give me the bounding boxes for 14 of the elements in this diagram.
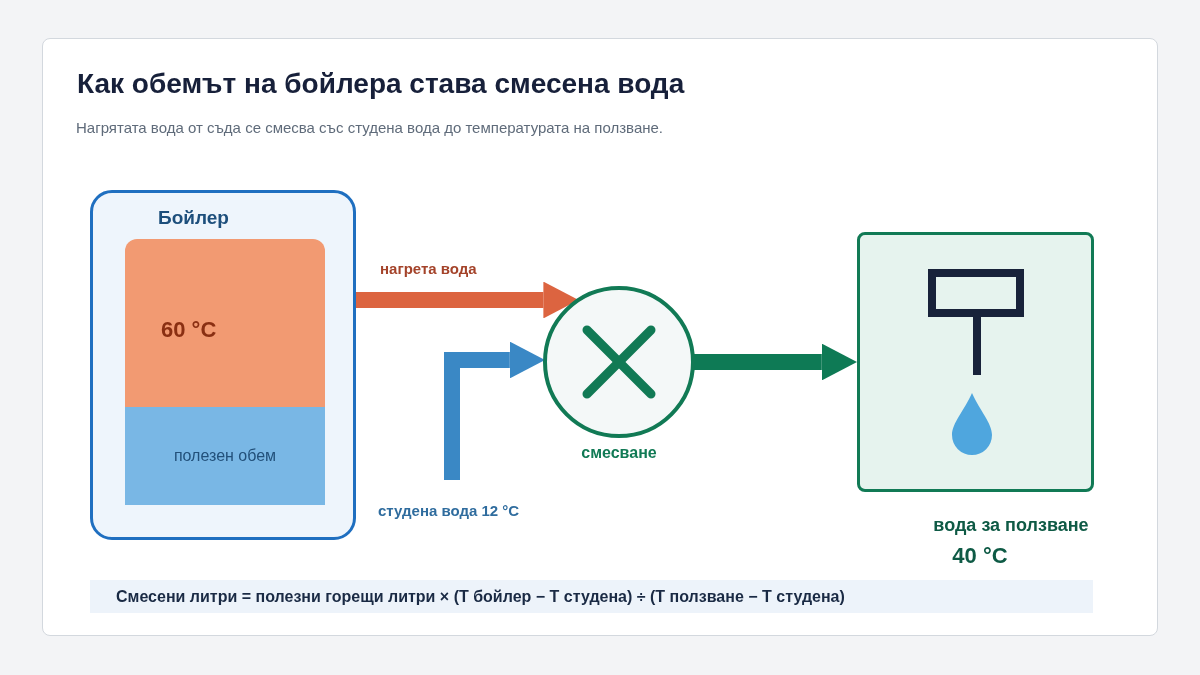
subtitle: Нагрятата вода от съда се смесва със студена вода до температурата на ползване.	[76, 119, 664, 136]
title: Как обемът на бойлера става смесена вода	[77, 68, 685, 100]
boiler-heading: Бойлер	[158, 207, 229, 229]
layer-label: 60 °C	[161, 317, 217, 343]
boiler-box	[90, 190, 356, 540]
outlet-caption: вода за ползване	[932, 515, 1090, 536]
formula-text: Смесени литри = полезни горещи литри × (T бойлер − T студена) ÷ (T ползване − T студена)	[116, 588, 845, 606]
hot-water-layer	[125, 239, 325, 407]
layer-label: полезен обем	[172, 447, 278, 465]
edge-label: студена вода 12 °C	[378, 502, 520, 519]
temperature-label: 40 °C	[951, 543, 1009, 569]
mixer-label: смесване	[580, 444, 658, 462]
arrow	[693, 343, 857, 381]
useful-volume-layer	[125, 407, 325, 505]
